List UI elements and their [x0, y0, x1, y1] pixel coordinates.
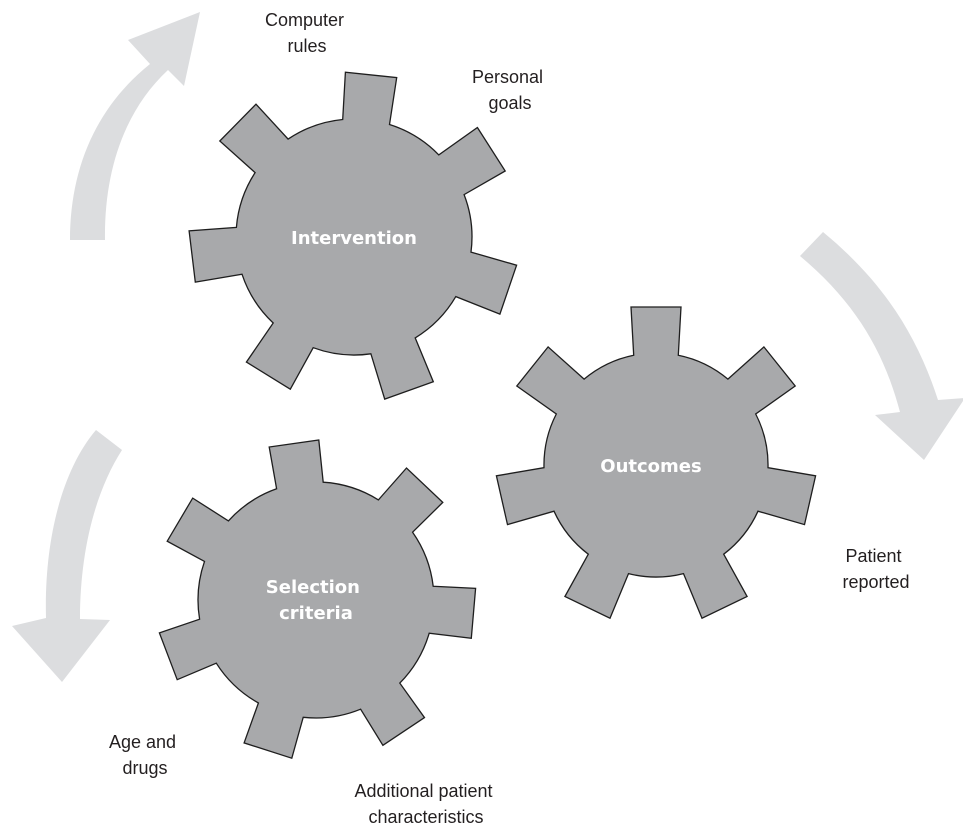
annotation-patient-reported: Patient reported — [842, 546, 909, 592]
gear-outcomes: Outcomes — [495, 306, 817, 620]
gear-intervention-shape — [188, 71, 518, 400]
gear-selection-label: Selection criteria — [266, 577, 366, 624]
annotation-age-and-drugs: Age and drugs — [109, 732, 181, 778]
gear-intervention-label: Intervention — [291, 228, 417, 249]
annotation-computer-rules: Computer rules — [265, 10, 349, 56]
cycle-arrow-upper-left — [70, 12, 200, 240]
gear-outcomes-shape — [495, 306, 817, 620]
gear-selection-shape — [158, 439, 477, 760]
annotation-personal-goals: Personal goals — [472, 67, 548, 113]
cycle-arrow-right — [800, 232, 963, 460]
gear-outcomes-label: Outcomes — [600, 456, 701, 477]
gear-intervention: Intervention — [188, 71, 518, 400]
cycle-arrow-lower-left — [12, 430, 122, 682]
cycle-arrows — [12, 12, 963, 682]
gear-selection-criteria: Selection criteria — [158, 439, 477, 760]
annotation-additional-patient-characteristics: Additional patient characteristics — [354, 781, 497, 827]
